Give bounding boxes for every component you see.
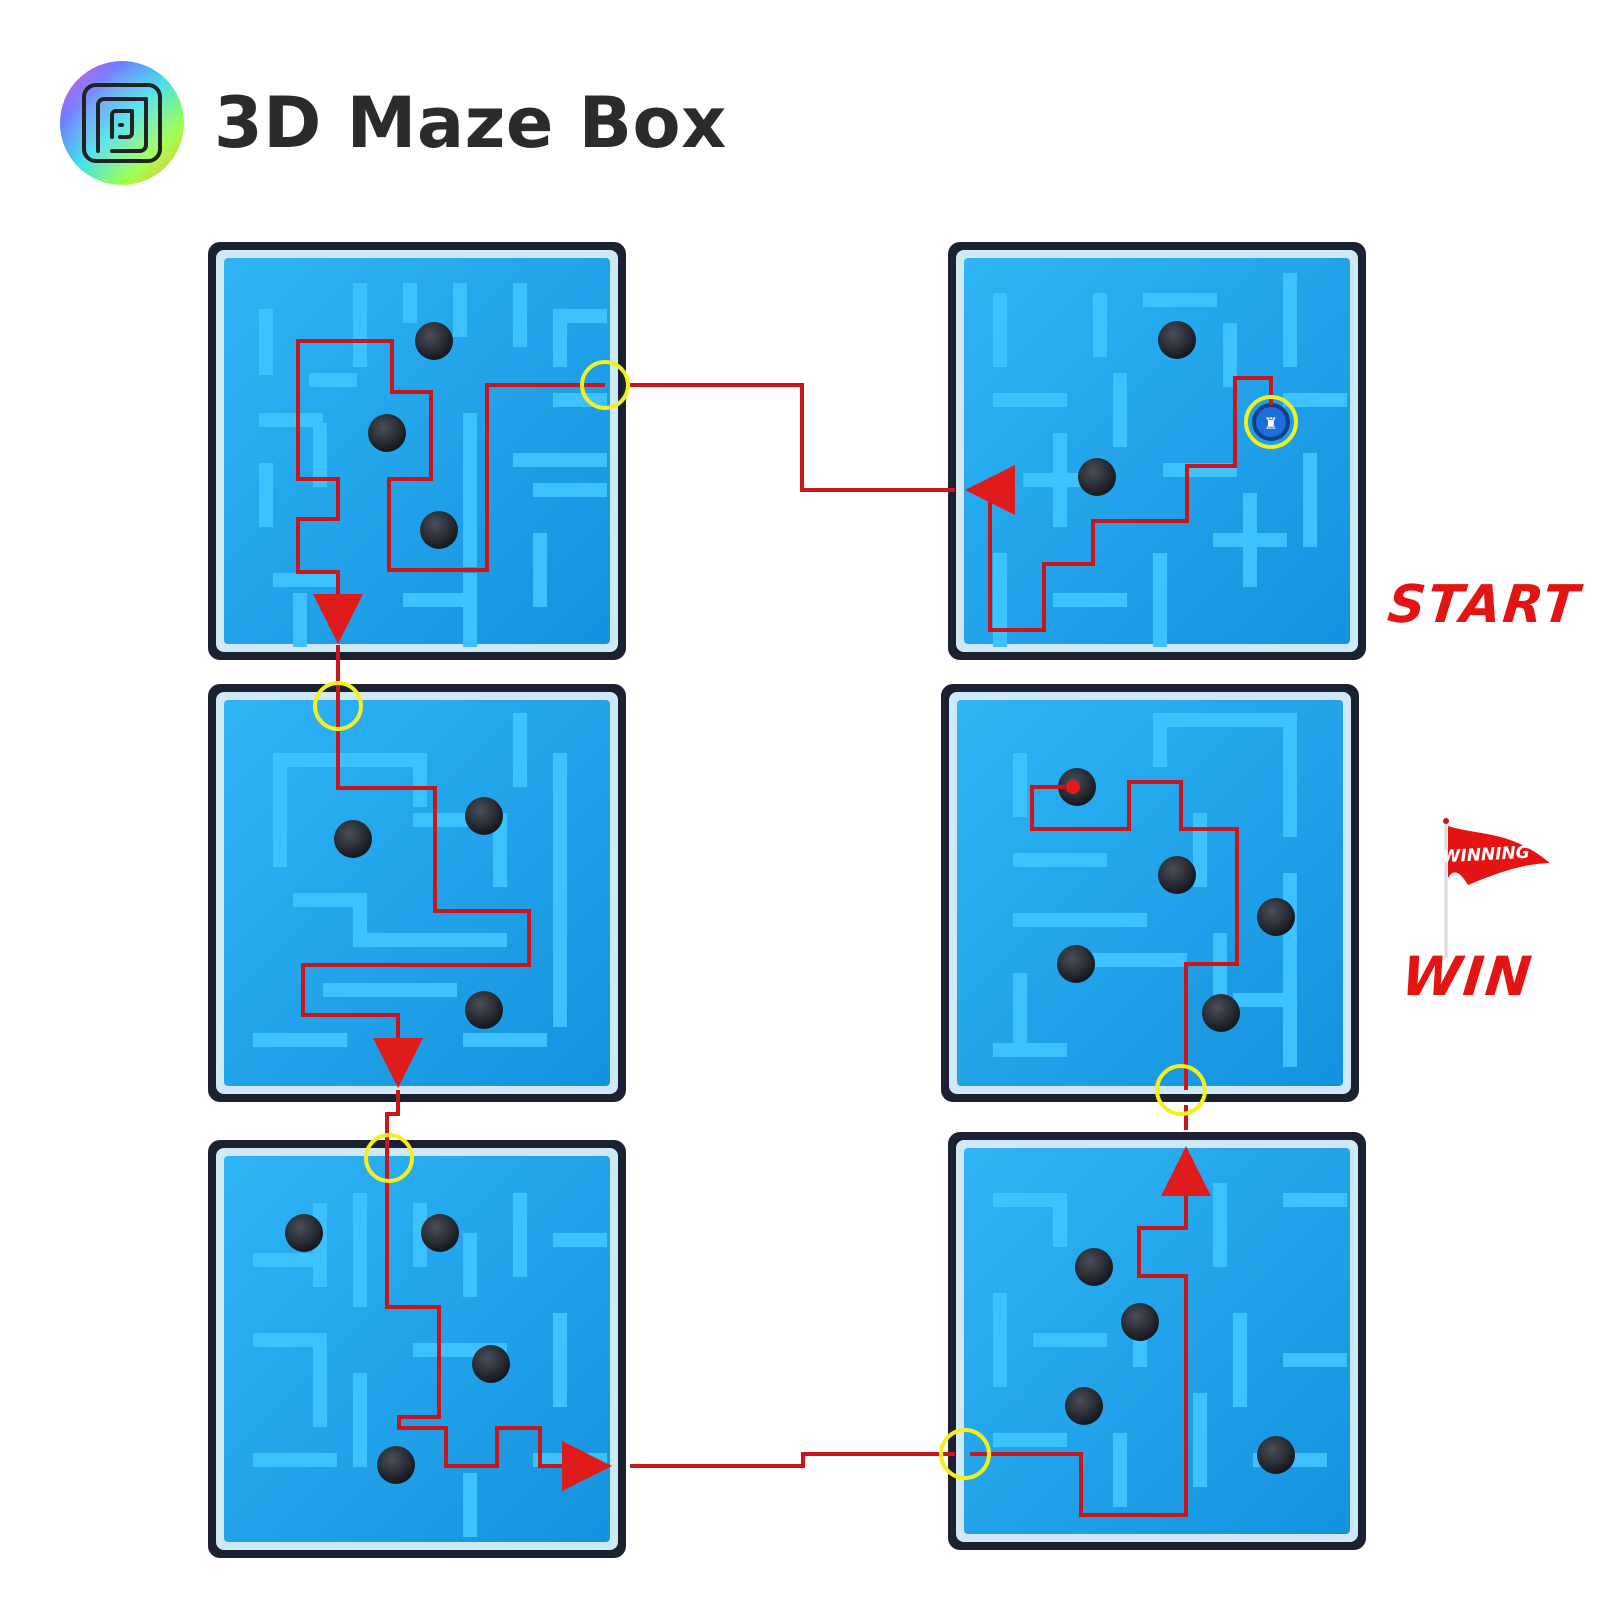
maze-walls (993, 273, 1347, 647)
start-label: START (1384, 575, 1584, 635)
maze-face-6 (948, 1132, 1366, 1550)
maze-ball (1158, 856, 1196, 894)
maze-face-4 (941, 684, 1359, 1102)
maze-rainbow-icon (60, 61, 184, 185)
maze-face-5 (208, 1140, 626, 1558)
page-title: 3D Maze Box (214, 82, 727, 164)
win-label: WIN (1398, 945, 1537, 1008)
maze-walls (259, 283, 607, 647)
maze-walls (253, 713, 567, 1047)
checkpoint-ring (580, 360, 630, 410)
maze-ball (368, 414, 406, 452)
maze-ball (1202, 994, 1240, 1032)
checkpoint-ring (939, 1428, 991, 1480)
direction-arrows (313, 465, 1211, 1491)
maze-face-2: ♜ (948, 242, 1366, 660)
maze-ball (472, 1345, 510, 1383)
flag-text: WINNING (1441, 843, 1530, 868)
checkpoints (313, 360, 1298, 1480)
checkpoint-ring (313, 681, 363, 731)
checkpoint-ring (364, 1133, 414, 1183)
maze-face-3 (208, 684, 626, 1102)
maze-ball (285, 1214, 323, 1252)
winning-flag-icon: WINNING (1441, 818, 1550, 958)
solution-path (296, 339, 1273, 1517)
maze-face-1 (208, 242, 626, 660)
maze-ball (1065, 1387, 1103, 1425)
maze-ball (1057, 945, 1095, 983)
maze-walls (993, 713, 1297, 1067)
start-marker (1066, 780, 1080, 794)
maze-ball (421, 1214, 459, 1252)
maze-ball (334, 820, 372, 858)
maze-ball (1257, 898, 1295, 936)
maze-ball (1078, 458, 1116, 496)
checkpoint-ring (1244, 395, 1298, 449)
maze-ball (1121, 1303, 1159, 1341)
maze-ball (420, 511, 458, 549)
maze-ball (1257, 1436, 1295, 1474)
maze-ball (1075, 1248, 1113, 1286)
maze-ball (465, 991, 503, 1029)
maze-walls (993, 1183, 1347, 1507)
maze-ball (465, 797, 503, 835)
maze-ball (415, 322, 453, 360)
svg-text:♜: ♜ (1264, 414, 1278, 433)
maze-ball (377, 1446, 415, 1484)
checkpoint-ring (1155, 1064, 1207, 1116)
header: 3D Maze Box (58, 58, 727, 188)
maze-ball (1158, 321, 1196, 359)
